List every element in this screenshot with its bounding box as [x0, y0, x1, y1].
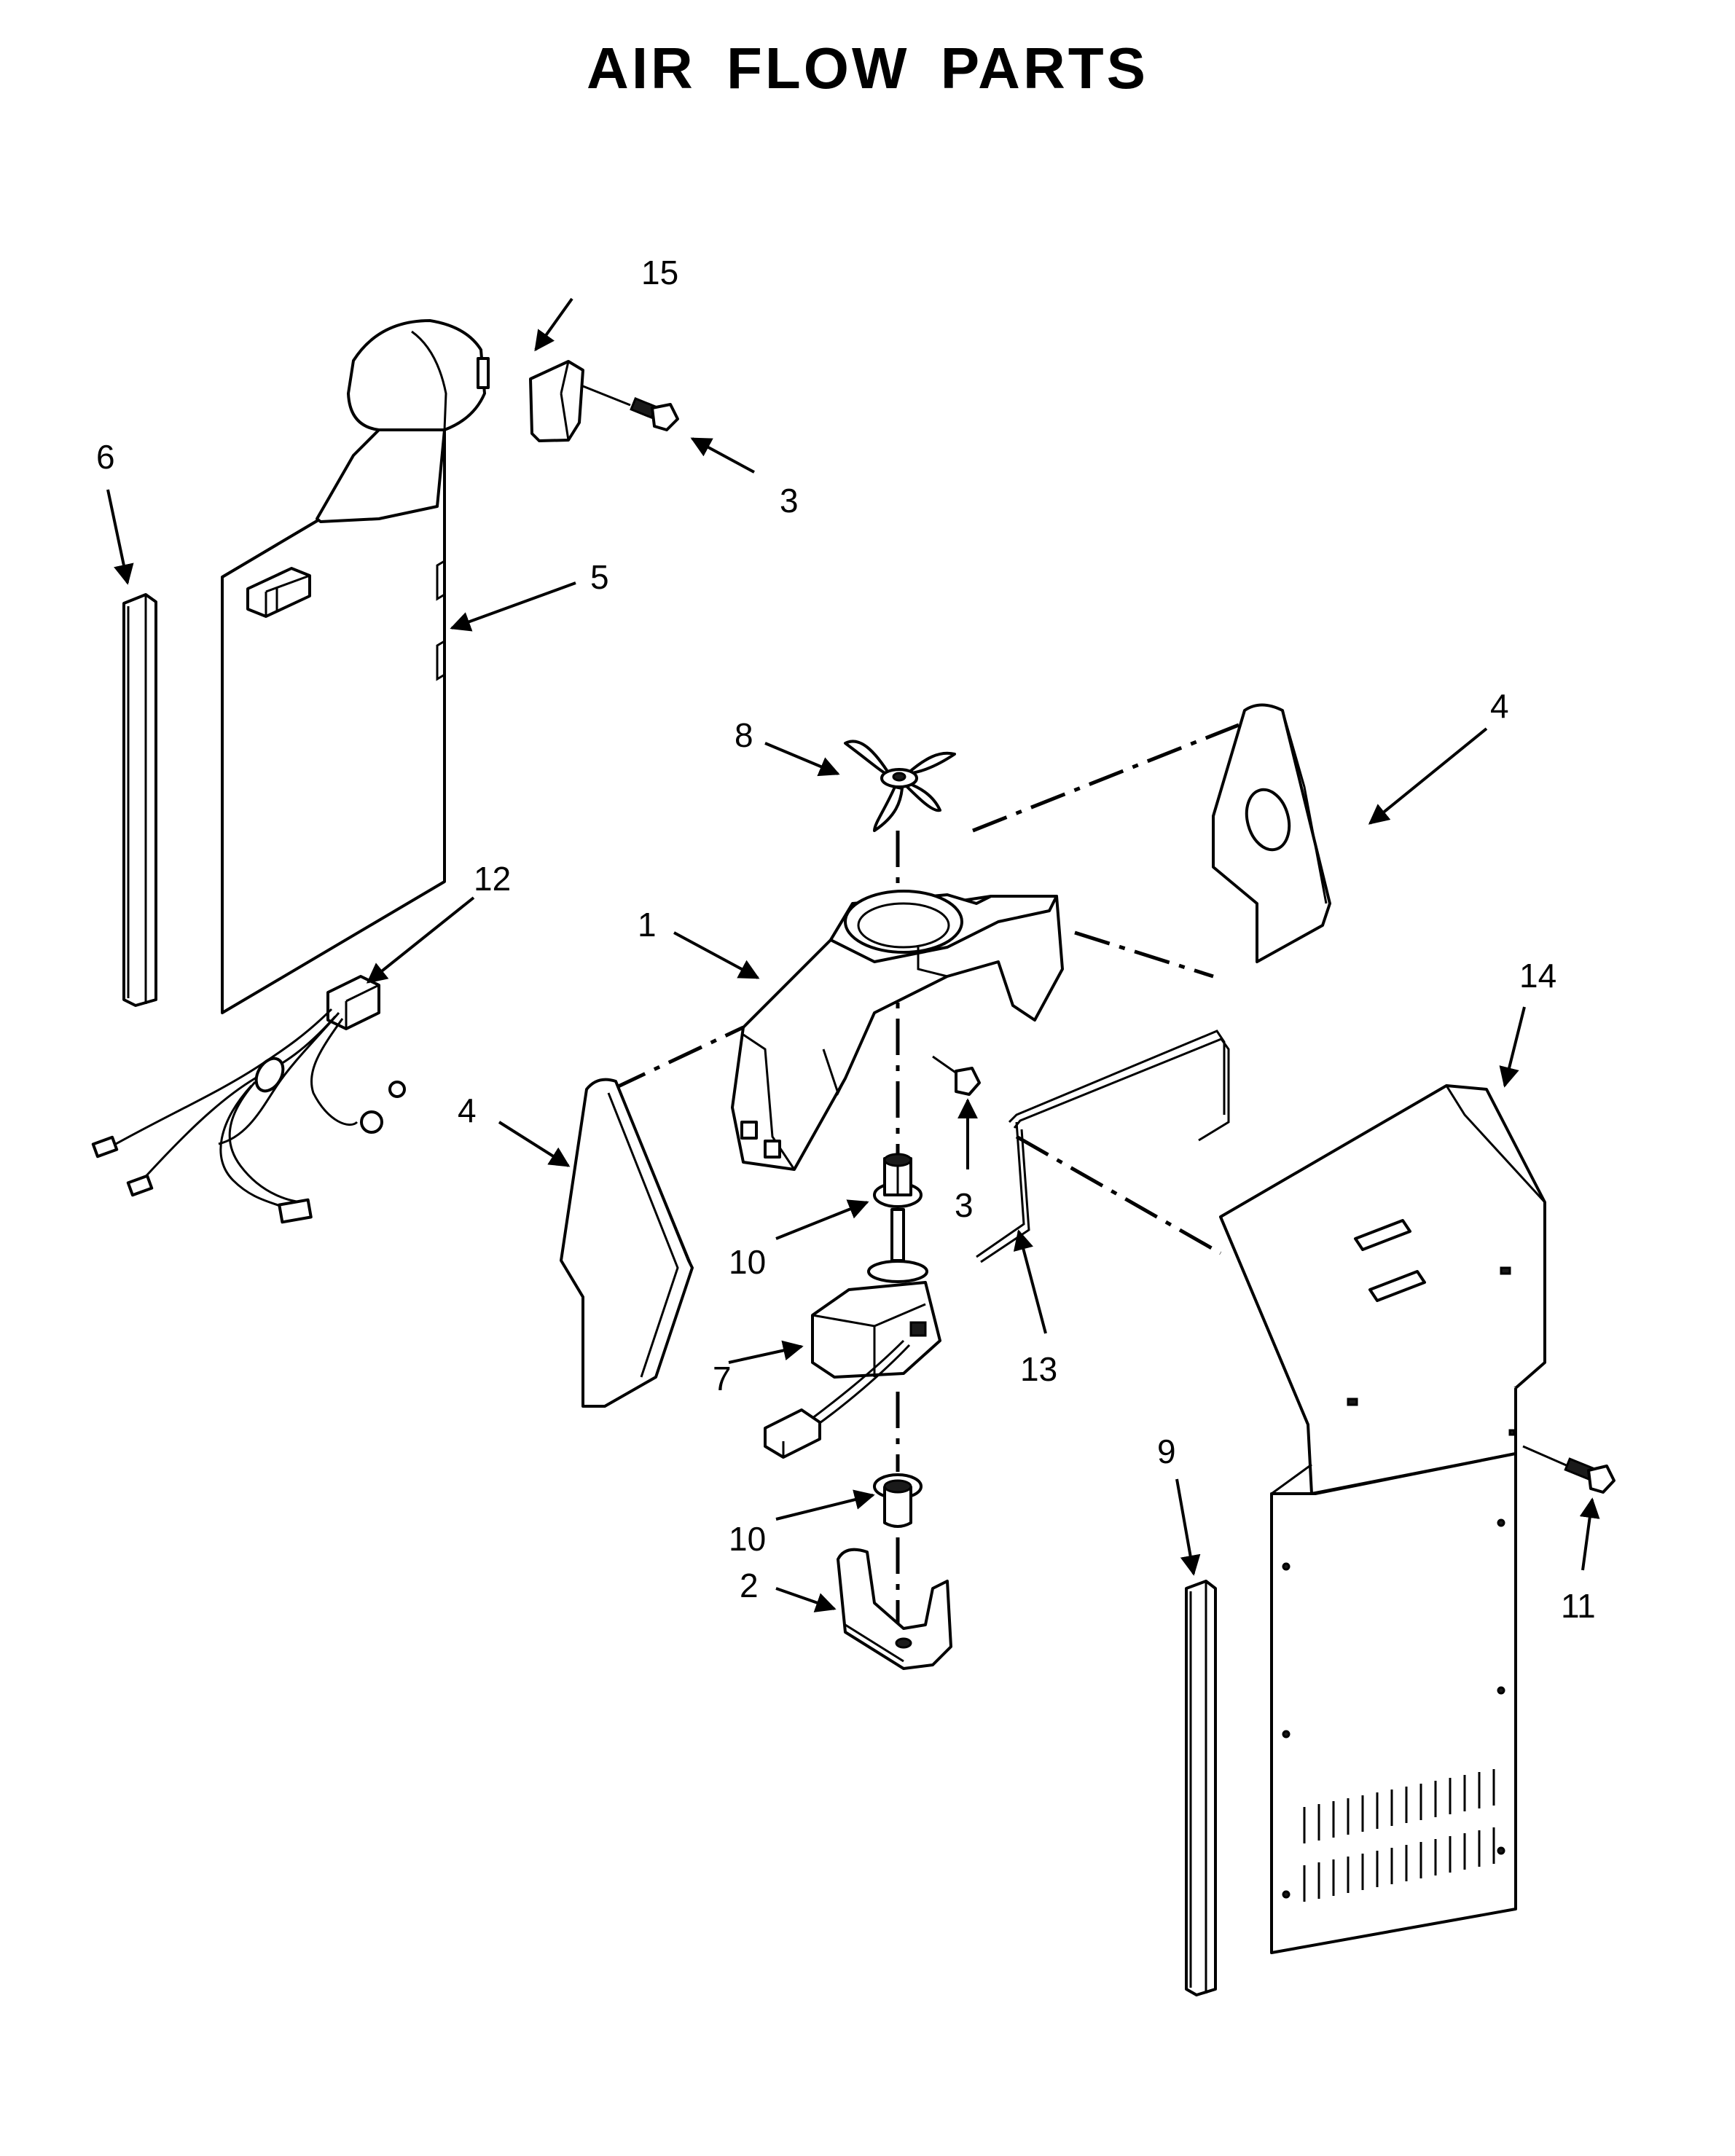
part-12-wire-harness — [91, 975, 406, 1224]
part-3-screw-middle — [932, 1055, 981, 1096]
assembly-guide-lines — [611, 723, 1239, 1639]
callout-8: 8 — [735, 716, 753, 754]
callout-13: 13 — [1020, 1350, 1057, 1388]
page-title: AIR FLOW PARTS — [587, 36, 1148, 101]
callout-2: 2 — [740, 1567, 759, 1604]
vent-slots — [1303, 1769, 1495, 1902]
callout-labels: 15 3 6 5 12 1 8 4 4 14 3 10 13 7 10 2 9 … — [96, 254, 1596, 1625]
callout-7: 7 — [713, 1360, 732, 1398]
part-4-baffle-left — [560, 1078, 694, 1408]
part-13-wire-bracket — [976, 1030, 1230, 1263]
part-6-seal-strip — [122, 593, 157, 1007]
part-14-duct-cover — [1219, 1084, 1546, 1954]
part-1-fan-housing — [731, 890, 1064, 1171]
callout-5: 5 — [590, 558, 609, 596]
callout-10-lower: 10 — [729, 1520, 766, 1558]
part-8-fan-blade — [844, 740, 956, 832]
callout-1: 1 — [638, 906, 657, 944]
callout-4-right: 4 — [1490, 687, 1509, 725]
callout-14: 14 — [1519, 957, 1556, 995]
part-4-baffle-right — [1212, 703, 1331, 963]
callout-6: 6 — [96, 438, 115, 476]
part-10-grommet-lower — [873, 1473, 923, 1528]
callout-4-left: 4 — [458, 1091, 477, 1129]
callout-9: 9 — [1157, 1432, 1176, 1470]
part-15-duct-piece — [529, 360, 631, 442]
part-10-grommet-upper — [873, 1153, 923, 1208]
callout-12: 12 — [474, 860, 511, 898]
part-7-fan-motor — [764, 1208, 941, 1459]
callout-3-middle: 3 — [955, 1186, 974, 1224]
part-9-seal-strip — [1185, 1580, 1217, 1996]
callout-10-upper: 10 — [729, 1243, 766, 1281]
part-2-motor-bracket — [837, 1548, 952, 1670]
callout-15: 15 — [641, 254, 678, 291]
part-5-cover-panel — [221, 319, 490, 1014]
part-11-screw — [1522, 1445, 1615, 1494]
callout-leaders — [106, 297, 1600, 1612]
part-3-screw-top — [630, 397, 679, 431]
callout-11: 11 — [1561, 1587, 1596, 1625]
callout-3-top: 3 — [780, 482, 799, 520]
